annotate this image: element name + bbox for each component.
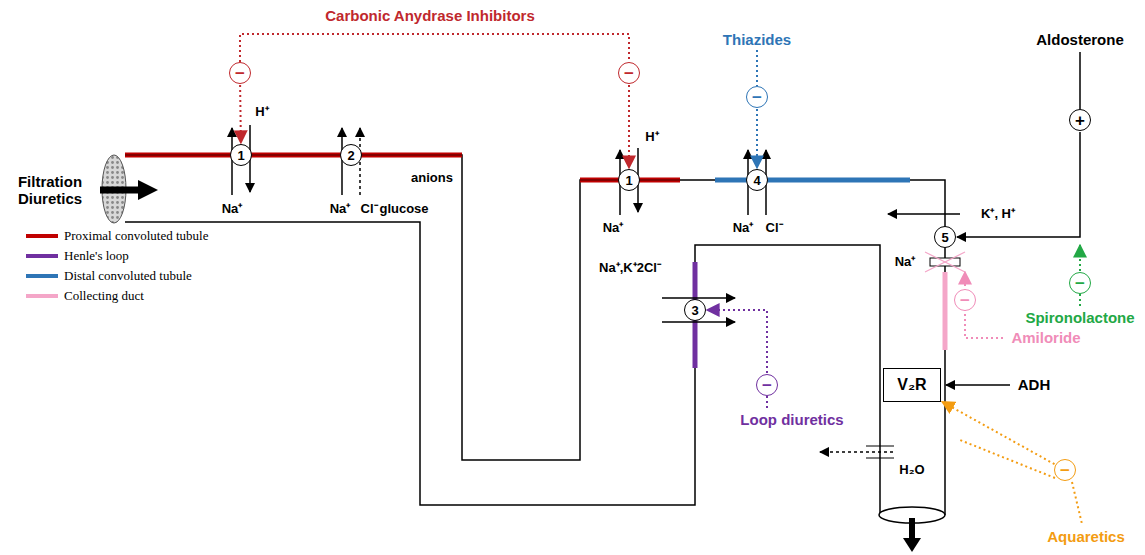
ion-label: Na⁺,K⁺2Cl⁻ bbox=[599, 261, 661, 276]
node-text: V₂R bbox=[897, 377, 926, 393]
hormone-label: Aldosterone bbox=[1036, 31, 1124, 48]
drug-label: Aquaretics bbox=[1047, 528, 1125, 545]
ion-label: K⁺, H⁺ bbox=[981, 207, 1015, 222]
connector bbox=[957, 132, 1080, 237]
node-text: 2 bbox=[347, 149, 354, 162]
stimulate-circle: + bbox=[1069, 109, 1091, 131]
legend-swatch bbox=[26, 234, 58, 238]
connector bbox=[239, 85, 242, 143]
drug-label: Filtration Diuretics bbox=[4, 173, 96, 208]
ion-label: Na⁺ bbox=[330, 202, 351, 217]
inhibit-circle: − bbox=[618, 62, 640, 84]
node-text: 3 bbox=[691, 304, 698, 317]
transporter-circle: 5 bbox=[934, 226, 956, 248]
drug-label: Loop diuretics bbox=[740, 411, 843, 428]
ion-label: H₂O bbox=[899, 463, 924, 478]
legend-swatch bbox=[26, 254, 58, 258]
connector bbox=[942, 402, 1055, 465]
inhibit-circle: − bbox=[954, 289, 976, 311]
legend-text: Distal convoluted tubule bbox=[64, 268, 192, 284]
ion-label: Na⁺ bbox=[733, 221, 754, 236]
transporter-circle: 1 bbox=[618, 169, 640, 191]
ion-label: Cl⁻ bbox=[766, 221, 783, 236]
transporter-circle: 3 bbox=[684, 299, 706, 321]
drug-label: Carbonic Anydrase Inhibitors bbox=[325, 7, 534, 24]
ion-label: Cl⁻ bbox=[361, 202, 378, 217]
ion-label: Na⁺ bbox=[222, 202, 243, 217]
legend-text: Henle's loop bbox=[64, 248, 129, 264]
transporter-circle: 2 bbox=[340, 144, 362, 166]
node-text: 1 bbox=[237, 149, 244, 162]
inhibit-circle: − bbox=[229, 62, 251, 84]
ion-label: Na⁺ bbox=[895, 255, 916, 270]
node-text: − bbox=[752, 89, 762, 106]
node-text: − bbox=[1075, 275, 1085, 292]
node-text: − bbox=[235, 65, 245, 82]
inhibit-circle: − bbox=[756, 374, 778, 396]
connector bbox=[628, 85, 630, 168]
ion-label: H⁺ bbox=[255, 105, 268, 120]
inhibit-circle: − bbox=[746, 86, 768, 108]
connector bbox=[707, 310, 767, 373]
drug-label: Amiloride bbox=[1011, 329, 1080, 346]
legend-swatch bbox=[26, 294, 58, 298]
node-text: 5 bbox=[941, 231, 948, 244]
legend-text: Proximal convoluted tubule bbox=[64, 228, 208, 244]
drug-label: Spironolactone bbox=[1025, 309, 1134, 326]
inhibit-circle: − bbox=[1054, 459, 1076, 481]
ion-label: Na⁺ bbox=[603, 221, 624, 236]
solute-label: anions bbox=[411, 171, 453, 186]
transporter-circle: 1 bbox=[230, 144, 252, 166]
connector bbox=[756, 109, 758, 168]
node-text: − bbox=[624, 65, 634, 82]
transporter-circle: 4 bbox=[746, 169, 768, 191]
ion-label: H⁺ bbox=[645, 130, 658, 145]
hormone-label: ADH bbox=[1018, 376, 1051, 393]
node-text: − bbox=[960, 292, 970, 309]
solute-label: glucose bbox=[379, 202, 428, 217]
legend-swatch bbox=[26, 274, 58, 278]
node-text: + bbox=[1075, 112, 1085, 129]
node-text: − bbox=[1060, 462, 1070, 479]
node-text: − bbox=[762, 377, 772, 394]
node-text: 4 bbox=[753, 174, 760, 187]
legend-text: Collecting duct bbox=[64, 288, 144, 304]
drug-label: Thiazides bbox=[723, 31, 791, 48]
receptor-box: V₂R bbox=[883, 368, 941, 402]
node-text: 1 bbox=[625, 174, 632, 187]
inhibit-circle: − bbox=[1069, 272, 1091, 294]
